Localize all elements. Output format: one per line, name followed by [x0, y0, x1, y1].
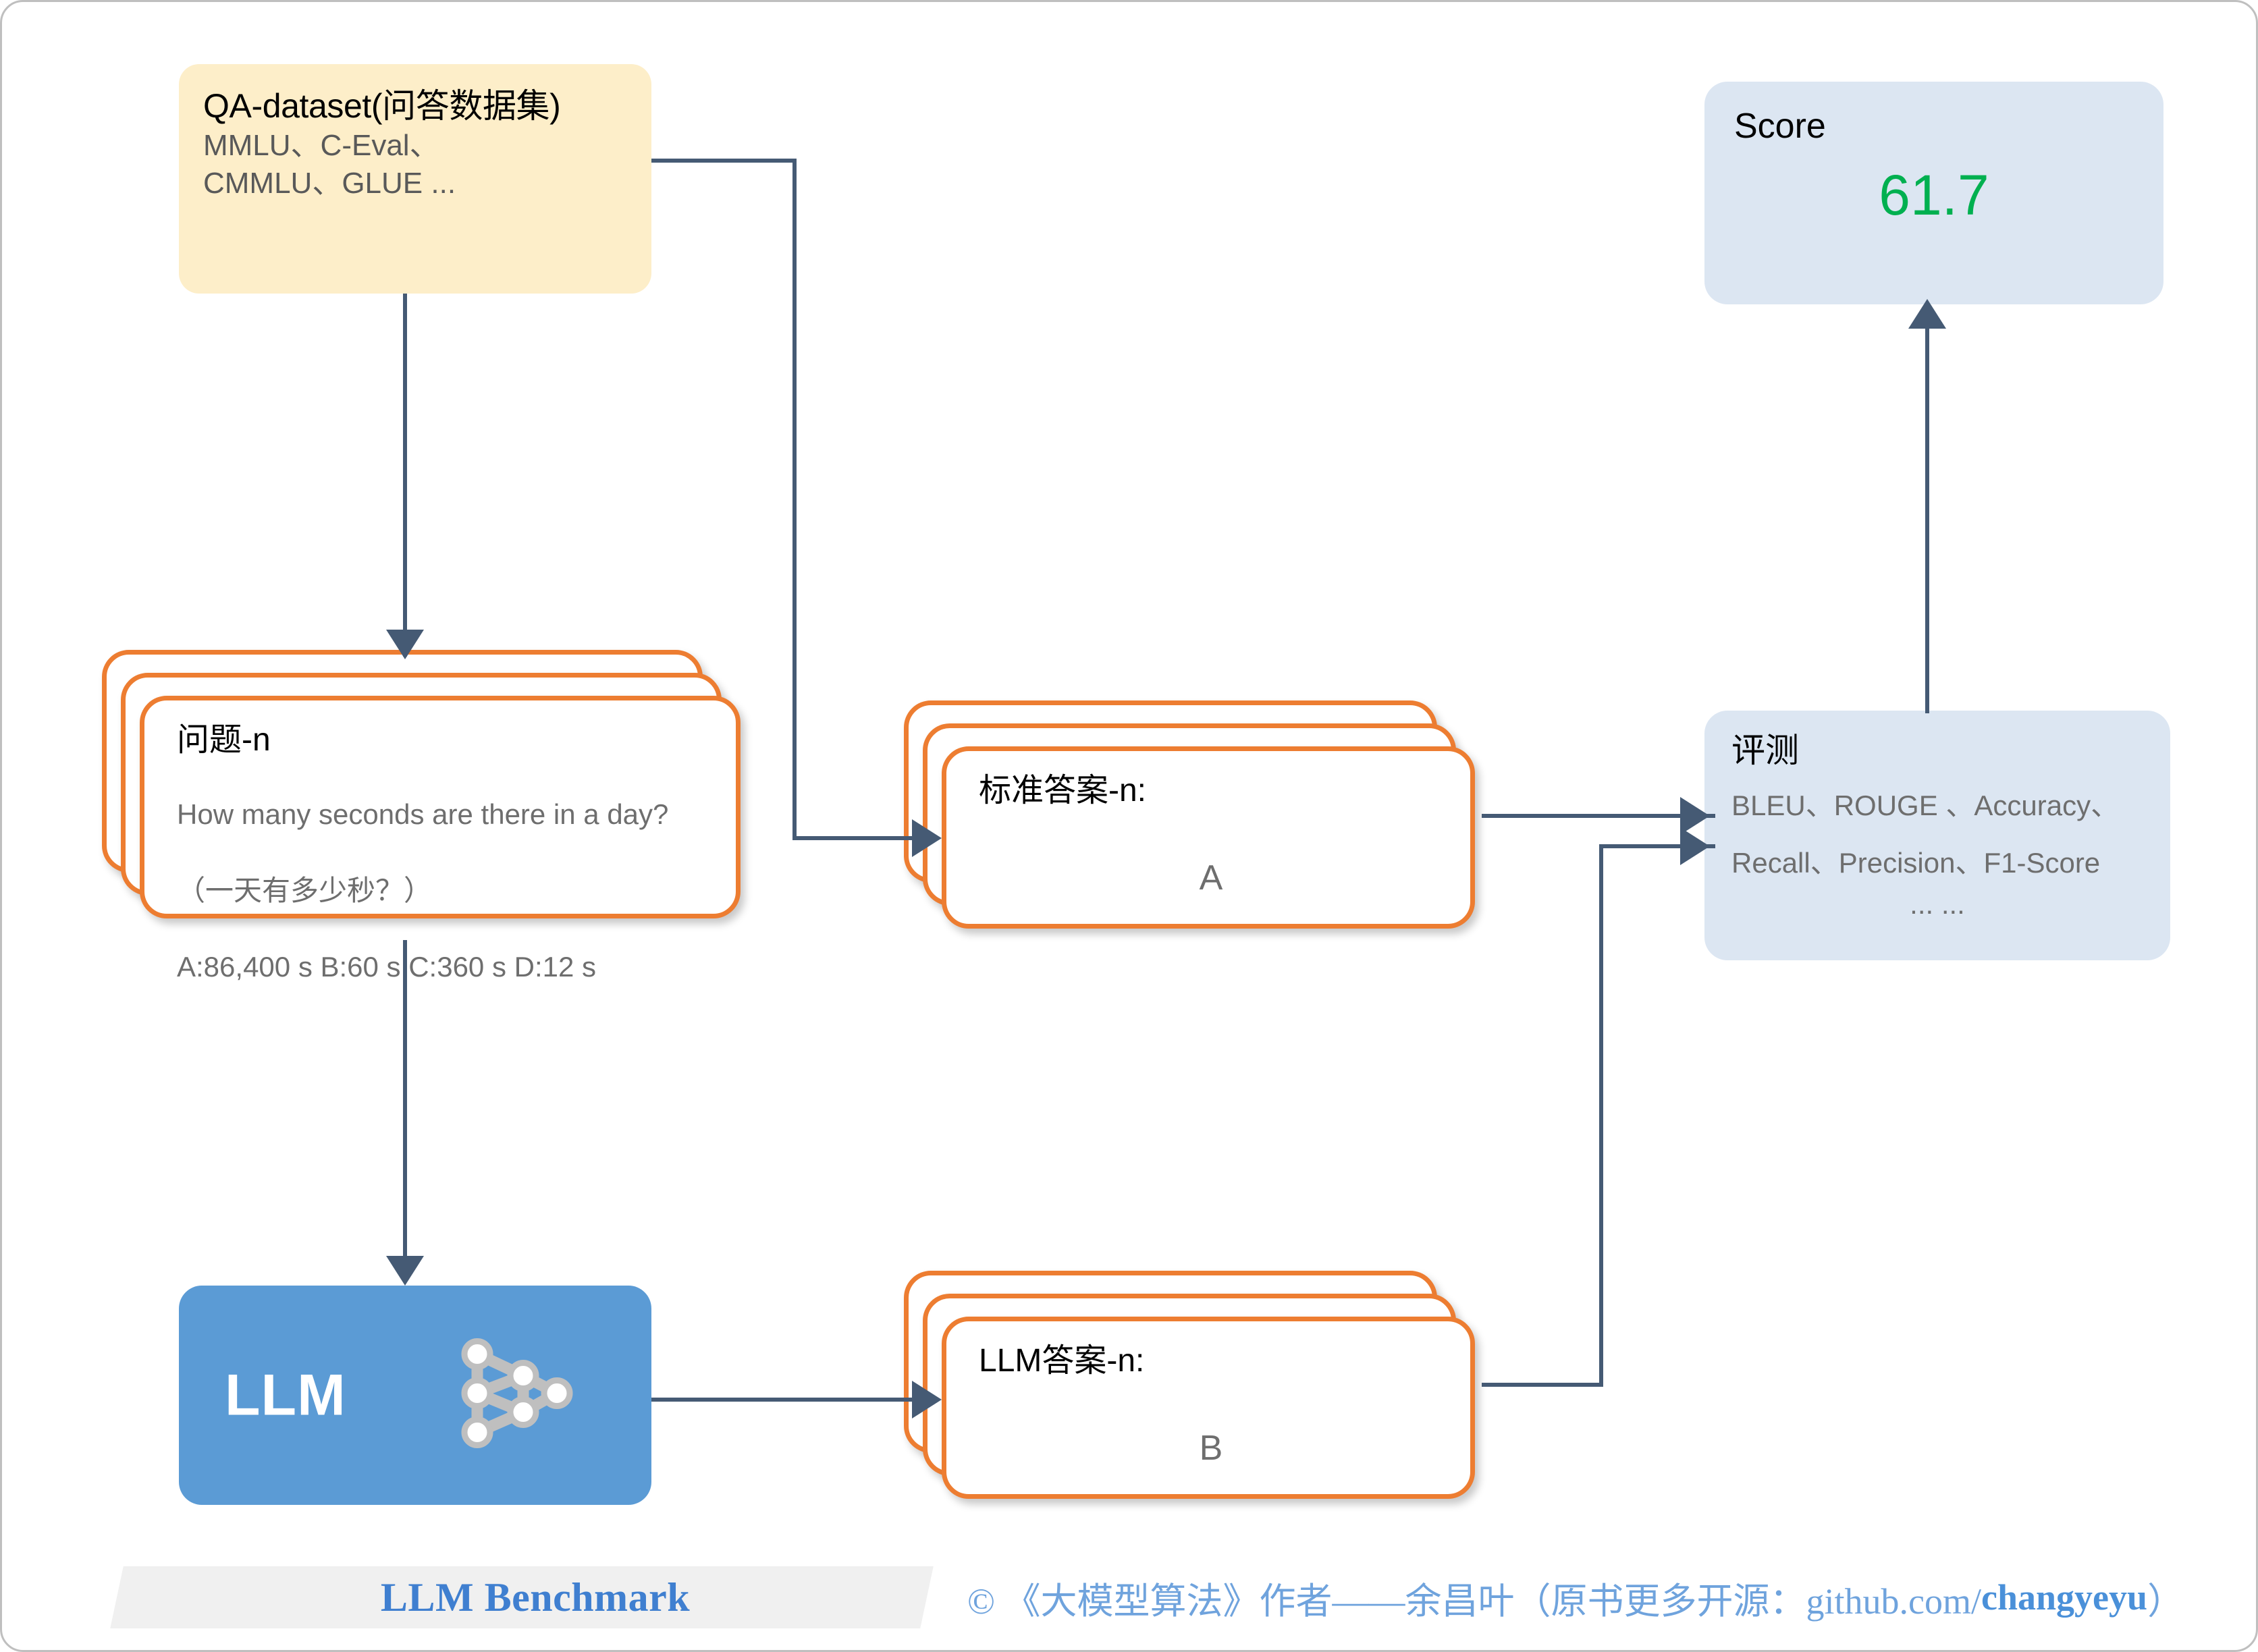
footer-title: LLM Benchmark: [380, 1574, 691, 1620]
score-value: 61.7: [1879, 163, 1989, 227]
llm-box: LLM: [179, 1286, 651, 1505]
arrowhead-dataset-to-gold: [912, 819, 942, 857]
evaluation-box: 评测 BLEU、ROUGE 、Accuracy、 Recall、Precisio…: [1704, 711, 2170, 960]
connector-dataset-to-gold-h1: [651, 159, 797, 163]
neural-network-icon: [450, 1329, 579, 1461]
arrowhead-question-to-llm: [386, 1256, 424, 1286]
connector-llm-to-llm-answer: [651, 1398, 938, 1402]
question-card-title: 问题-n: [177, 722, 271, 758]
footer-credit-handle: changyeyu: [1981, 1577, 2148, 1618]
question-options: A:86,400 s B:60 s C:360 s D:12 s: [177, 950, 597, 983]
llm-answer-value: B: [1199, 1429, 1223, 1468]
arrowhead-dataset-to-question: [386, 630, 424, 659]
llm-answer-card-front: LLM答案-n: B: [942, 1317, 1475, 1499]
gold-answer-title: 标准答案-n:: [979, 773, 1147, 808]
footer-credit-prefix: © 《大模型算法》作者——余昌叶（原书更多开源：github.com/: [967, 1580, 1982, 1622]
connector-dataset-to-gold-v: [792, 159, 797, 840]
connector-evaluation-to-score: [1925, 311, 1929, 713]
gold-answer-card-front: 标准答案-n: A: [942, 746, 1475, 929]
arrowhead-evaluation-to-score: [1908, 299, 1946, 329]
connector-llm-answer-to-eval-v: [1599, 844, 1603, 1387]
gold-answer-value: A: [1199, 858, 1223, 898]
footer-credit-suffix: ）: [2147, 1580, 2184, 1622]
connector-dataset-to-question: [403, 294, 407, 657]
evaluation-metrics-line3: ... ...: [1910, 888, 1965, 920]
connector-gold-to-evaluation: [1482, 814, 1715, 818]
score-title: Score: [1734, 107, 1826, 146]
question-text-line2: （一天有多少秒？）: [177, 874, 433, 906]
llm-answer-title: LLM答案-n:: [979, 1343, 1145, 1379]
qa-dataset-title: QA-dataset(问答数据集): [203, 87, 561, 125]
connector-llm-answer-to-eval-h2: [1599, 844, 1715, 848]
footer-credit: © 《大模型算法》作者——余昌叶（原书更多开源：github.com/chang…: [967, 1568, 2184, 1627]
question-card-front: 问题-n How many seconds are there in a day…: [140, 696, 741, 983]
evaluation-metrics-line2: Recall、Precision、F1-Score: [1731, 846, 2101, 879]
question-text-line1: How many seconds are there in a day?: [177, 798, 669, 831]
evaluation-metrics-line1: BLEU、ROUGE 、Accuracy、: [1731, 790, 2120, 821]
arrowhead-llm-to-llm-answer: [912, 1381, 942, 1419]
connector-question-to-llm: [403, 940, 407, 1265]
score-box: Score 61.7: [1704, 82, 2163, 304]
evaluation-title: 评测: [1731, 732, 1799, 769]
qa-dataset-box: QA-dataset(问答数据集) MMLU、C-Eval、 CMMLU、GLU…: [179, 64, 651, 294]
arrowhead-llm-answer-to-evaluation: [1680, 827, 1710, 865]
llm-label: LLM: [225, 1362, 346, 1427]
qa-dataset-subtitle-line1: MMLU、C-Eval、: [203, 129, 439, 162]
connector-dataset-to-gold-h2: [792, 836, 938, 840]
connector-llm-answer-to-eval-h1: [1482, 1383, 1603, 1387]
qa-dataset-subtitle-line2: CMMLU、GLUE ...: [203, 166, 456, 200]
